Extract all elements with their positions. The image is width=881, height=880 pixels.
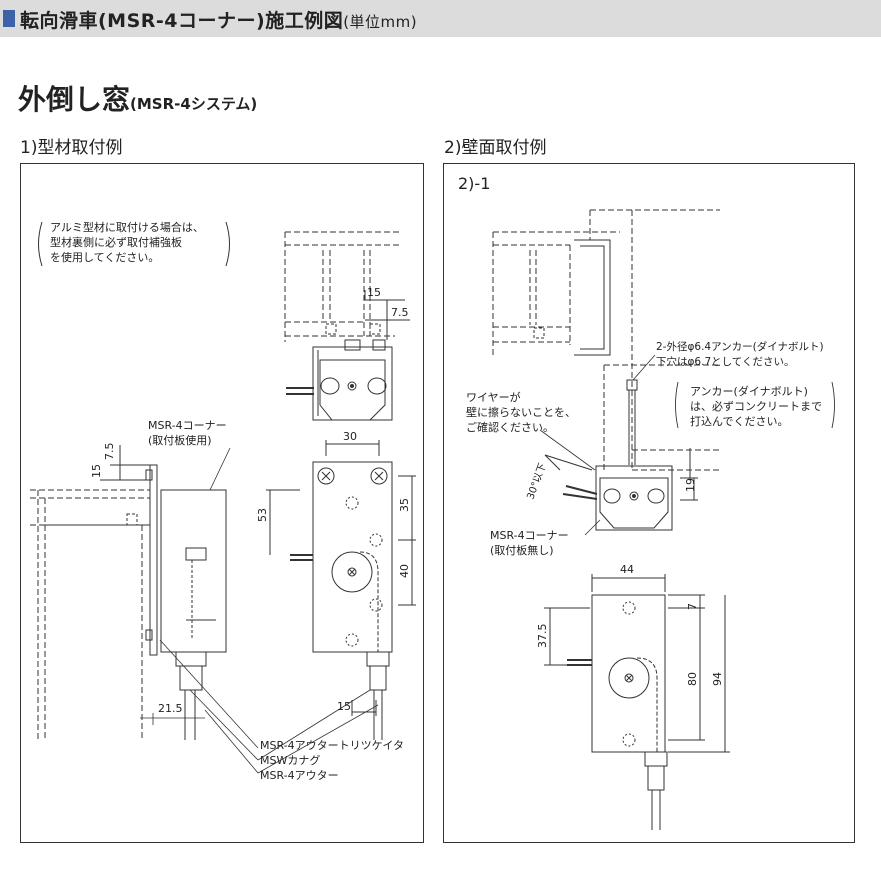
wire-leader bbox=[539, 429, 596, 471]
part-label: MSR-4アウター bbox=[260, 769, 339, 782]
section1-corner-label: MSR-4コーナー(取付板使用) bbox=[148, 419, 227, 447]
section2-corner-label: MSR-4コーナー(取付板無し) bbox=[490, 529, 569, 557]
dim-35: 35 bbox=[398, 498, 411, 512]
header-unit: (単位mm) bbox=[343, 13, 418, 31]
anchor-leader bbox=[632, 354, 656, 381]
s1-top-detail bbox=[284, 231, 410, 421]
dim-7: 7 bbox=[686, 603, 699, 610]
dim-7_5a: 7.5 bbox=[391, 306, 409, 319]
section1-title: 1)型材取付例 bbox=[20, 138, 123, 158]
s1-front-view bbox=[266, 440, 416, 740]
wire-note: ワイヤーが壁に擦らないことを、ご確認ください。 bbox=[466, 391, 576, 434]
section2-title: 2)壁面取付例 bbox=[444, 138, 547, 158]
note-bracket-right bbox=[225, 221, 230, 267]
corner2-leader bbox=[584, 519, 601, 536]
section1-note: アルミ型材に取付ける場合は、型材裏側に必ず取付補強板を使用してください。 bbox=[50, 221, 204, 264]
section1-frame bbox=[20, 163, 424, 843]
dim-21_5: 21.5 bbox=[158, 702, 183, 715]
dim-94: 94 bbox=[711, 672, 724, 686]
dim-19: 19 bbox=[684, 478, 697, 492]
section2-subtitle: 2)-1 bbox=[458, 174, 491, 193]
dim-40: 40 bbox=[398, 564, 411, 578]
dim-30: 30 bbox=[343, 430, 357, 443]
section2-frame bbox=[443, 163, 855, 843]
anchor-note: アンカー(ダイナボルト)は、必ずコンクリートまで打込んでください。 bbox=[690, 385, 822, 428]
s2-front-view bbox=[544, 574, 730, 830]
header-title: 転向滑車(MSR-4コーナー)施工例図(単位mm) bbox=[20, 10, 418, 32]
dim-7_5b: 7.5 bbox=[103, 443, 116, 461]
angle-label: 30°以下 bbox=[525, 462, 548, 501]
dim-53: 53 bbox=[256, 508, 269, 522]
dim-15b: 15 bbox=[90, 464, 103, 478]
note-bracket-left bbox=[38, 221, 43, 267]
dim-15a: 15 bbox=[367, 286, 381, 299]
s2-wall-detail bbox=[492, 209, 720, 531]
parts-leaders bbox=[159, 639, 259, 774]
dim-15c: 15 bbox=[337, 700, 351, 713]
dim-44: 44 bbox=[620, 563, 634, 576]
header-bar: 転向滑車(MSR-4コーナー)施工例図(単位mm) bbox=[0, 0, 881, 37]
part-label: MSR-4アウタートリツケイタ bbox=[260, 739, 404, 752]
s1-side-view bbox=[30, 445, 227, 740]
corner-leader bbox=[209, 447, 231, 491]
dim-37_5: 37.5 bbox=[536, 624, 549, 649]
page-title: 外倒し窓(MSR-4システム) bbox=[18, 83, 258, 116]
header-marker bbox=[3, 10, 15, 27]
dim-80: 80 bbox=[686, 672, 699, 686]
page-subtitle: (MSR-4システム) bbox=[130, 95, 258, 113]
